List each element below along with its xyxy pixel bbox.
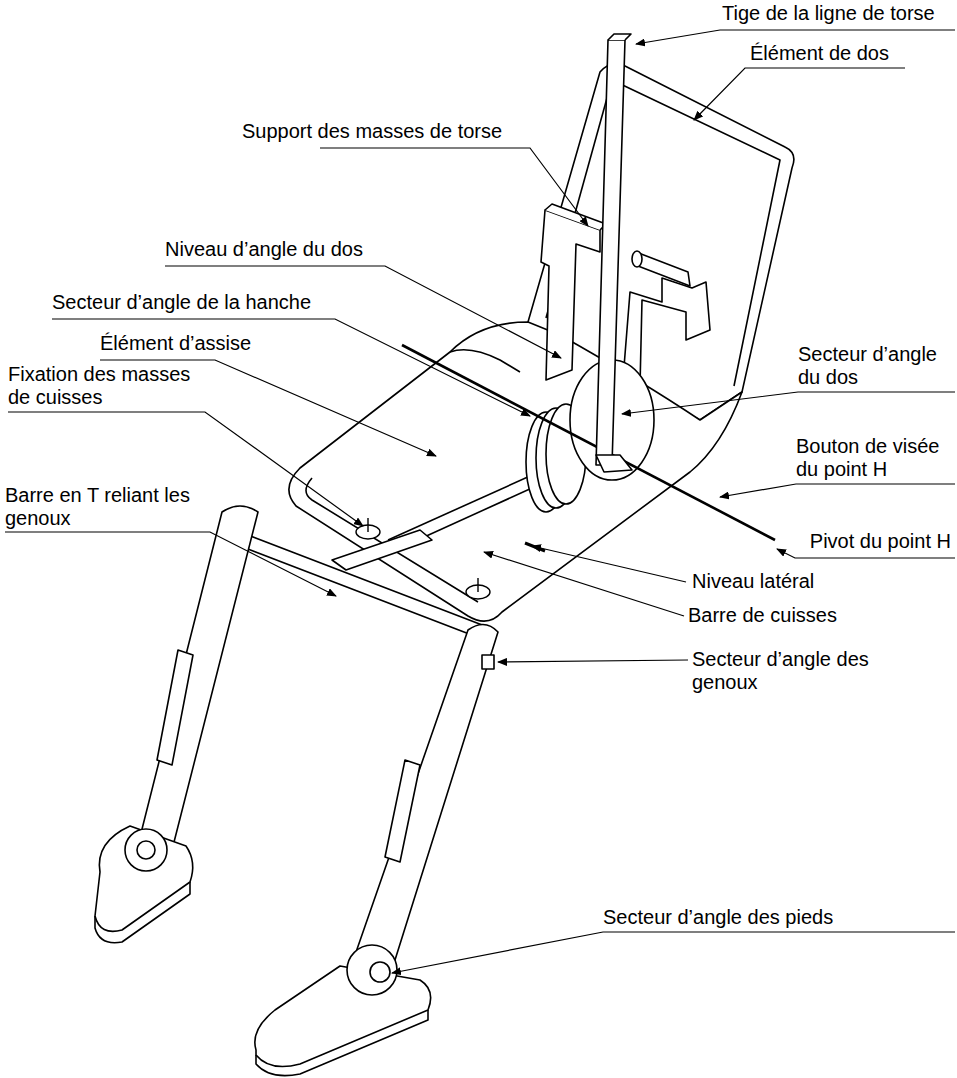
back-element [528, 64, 794, 420]
torso-weight-carriers-part [545, 204, 606, 230]
left-leg-part [138, 506, 258, 850]
hip-angle-sector [526, 360, 654, 512]
left-leg-part [95, 882, 190, 943]
callout-label: Secteur d’angle du dos [798, 343, 950, 389]
right-leg-part [355, 624, 498, 960]
right-leg-part [255, 966, 431, 1067]
right-leg-part [347, 945, 397, 995]
right-leg-part [385, 760, 420, 862]
callout-label: Bouton de visée du point H [796, 435, 948, 481]
seat-element-part [450, 350, 520, 372]
leader-lines-part [532, 546, 686, 582]
right-leg-part [256, 1010, 428, 1076]
callout-label: Barre en T reliant les genoux [5, 484, 200, 530]
callout-label: Secteur d’angle des genoux [692, 648, 880, 694]
h-point-rod-part [402, 345, 775, 540]
leader-lines-part [484, 552, 684, 616]
leader-lines-part [694, 68, 905, 120]
callout-label: Secteur d’angle des pieds [603, 906, 833, 929]
leader-lines-part [5, 532, 336, 596]
torso-rod-part [608, 34, 631, 40]
torso-rod-part [596, 40, 625, 465]
leader-lines-part [636, 30, 955, 44]
callout-label: Tige de la ligne de torse [722, 2, 935, 25]
torso-weight-carriers-part [632, 251, 642, 267]
callout-label: Élément d’assise [100, 332, 251, 355]
leader-lines [5, 30, 955, 973]
seat-element-part [306, 478, 478, 602]
callout-label: Pivot du point H [810, 530, 951, 553]
left-leg-part [137, 841, 155, 859]
leader-lines-part [498, 660, 688, 662]
callout-label: Élément de dos [750, 42, 889, 65]
leader-lines-part [392, 932, 955, 973]
left-leg-part [157, 650, 193, 765]
h-point-rod [402, 345, 775, 540]
callout-label: Barre de cuisses [688, 604, 837, 627]
right-leg [255, 624, 498, 1075]
torso-rod-part [596, 455, 632, 472]
callout-label: Fixation des masses de cuisses [8, 363, 203, 409]
leader-lines-part [320, 148, 588, 226]
knee-t-bar-part [332, 530, 432, 570]
callout-label: Niveau latéral [692, 570, 814, 593]
right-leg-part [370, 962, 390, 982]
callout-label: Support des masses de torse [242, 120, 502, 143]
thigh-weight-pins-part [367, 518, 368, 532]
left-leg-part [95, 826, 193, 931]
callout-label: Niveau d’angle du dos [165, 238, 363, 261]
left-leg [95, 506, 258, 943]
leader-lines-part [622, 392, 955, 414]
knee-t-bar-part [240, 532, 490, 642]
torso-rod [596, 34, 632, 472]
callout-label: Secteur d’angle de la hanche [52, 291, 311, 314]
knee-t-bar [240, 530, 490, 642]
leader-lines-part [720, 484, 955, 497]
thigh-weight-pins-part [477, 578, 478, 592]
back-element-part [528, 64, 794, 420]
left-leg-part [125, 829, 167, 871]
right-leg-part [482, 655, 494, 669]
torso-weight-carriers-part [541, 210, 600, 380]
